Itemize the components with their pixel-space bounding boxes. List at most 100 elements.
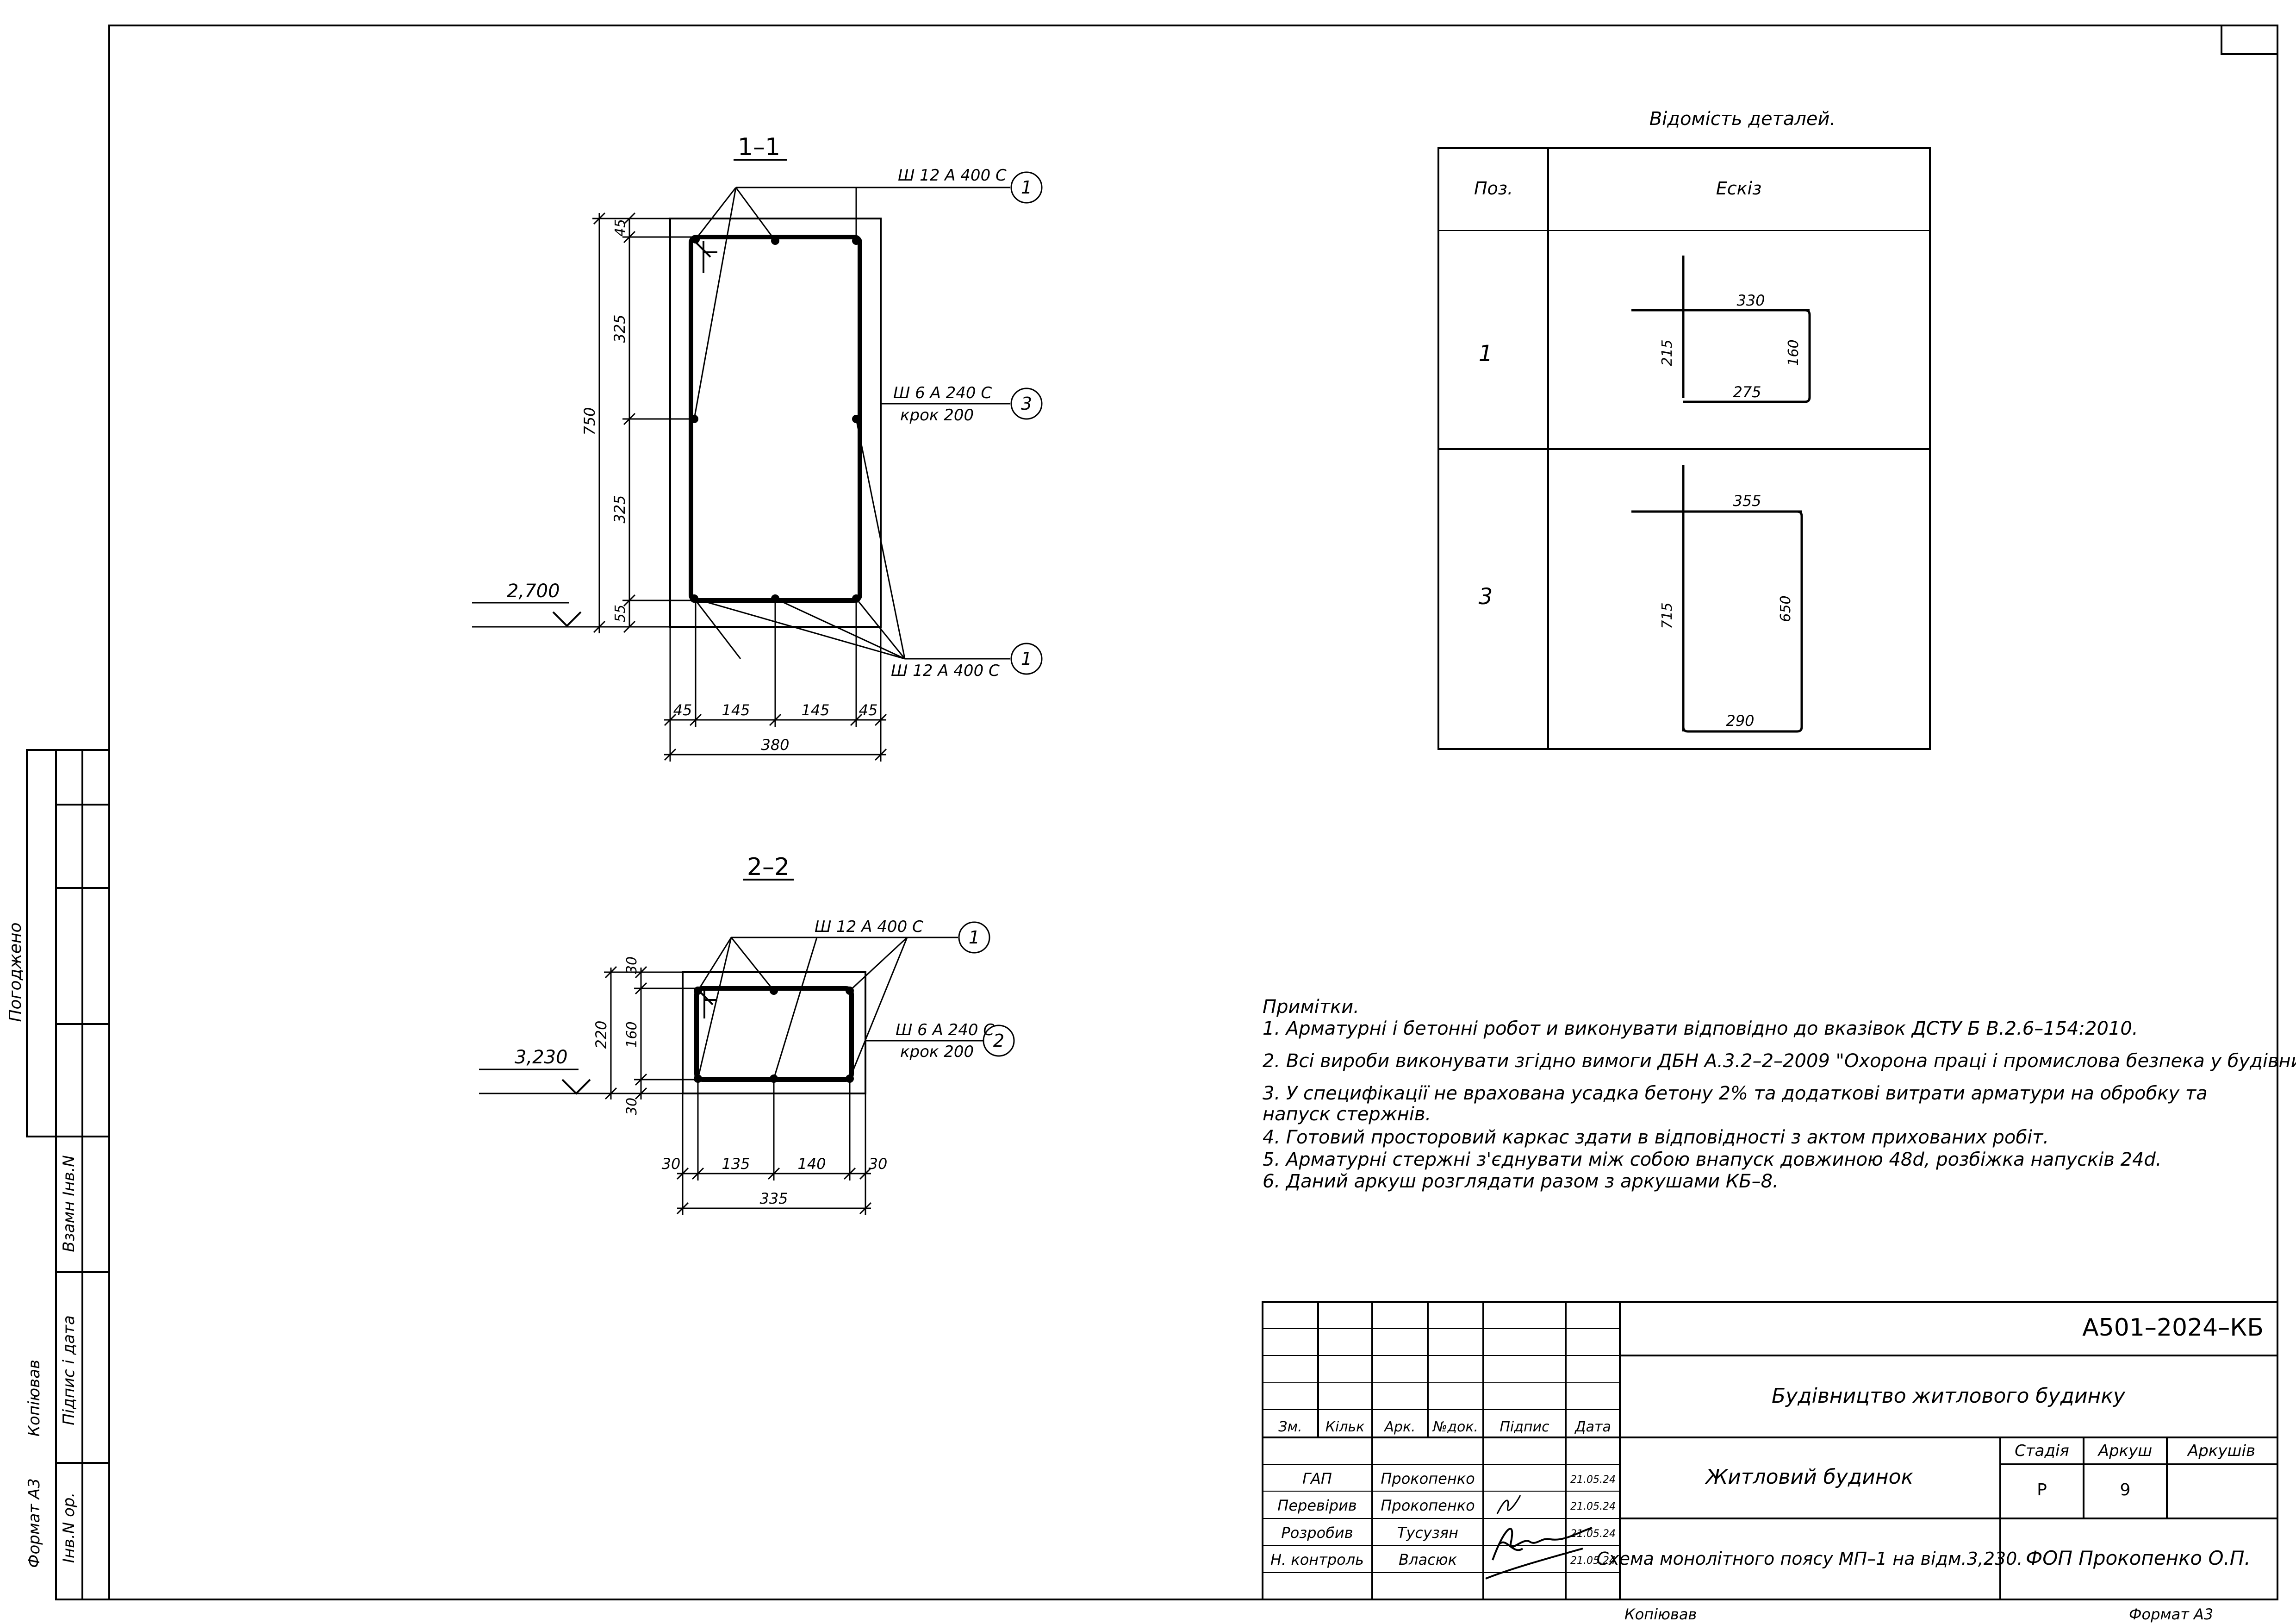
- side-format: Формат А3: [25, 1478, 44, 1568]
- tb-name-1: Прокопенко: [1381, 1470, 1475, 1487]
- side-stamp: [26, 749, 110, 1600]
- section1-dim-w2: 145: [722, 701, 750, 719]
- section1-dim-w3: 145: [801, 701, 829, 719]
- tb-date-2: 21.05.24: [1570, 1501, 1616, 1512]
- notes-line-2: 2. Всі вироби виконувати згідно вимоги Д…: [1263, 1050, 2296, 1072]
- section2-level: 3,230: [515, 1047, 568, 1068]
- section2-dim-h1: 30: [624, 956, 640, 974]
- tb-date-1: 21.05.24: [1570, 1474, 1616, 1486]
- section1-dim-h3: 325: [611, 495, 628, 523]
- section1-rebar-bottom: Ш 12 А 400 С: [891, 662, 1000, 680]
- tb-name-4: Власюк: [1399, 1551, 1457, 1568]
- section2-pos-rebar: 1: [969, 927, 980, 948]
- tb-header-kilk: Кільк: [1325, 1419, 1365, 1435]
- detail-3-left: 715: [1659, 602, 1675, 629]
- tb-copied: Копіював: [1624, 1605, 1697, 1623]
- section2-dim-h2: 160: [624, 1021, 640, 1048]
- tb-code: А501–2024–КБ: [2082, 1314, 2264, 1342]
- section2-step-label: крок 200: [900, 1043, 974, 1061]
- tb-name-2: Прокопенко: [1381, 1497, 1475, 1514]
- notes-line-4: напуск стержнів.: [1263, 1104, 1431, 1125]
- section2-pos-stirrup: 2: [993, 1031, 1004, 1051]
- detail-3-bottom: 290: [1726, 712, 1754, 730]
- signature-2: [1485, 1527, 1593, 1580]
- tb-sheet-label: Аркуш: [2097, 1442, 2153, 1460]
- detail-1-left: 215: [1659, 339, 1675, 366]
- tb-header-ark: Арк.: [1383, 1419, 1415, 1435]
- notes: Примітки. 1. Арматурні і бетонні робот и…: [1263, 996, 2296, 1192]
- section2-title: 2–2: [747, 853, 790, 881]
- section1-pos-top: 1: [1021, 177, 1032, 198]
- section2-dim-h3: 30: [624, 1098, 640, 1115]
- title-block: А501–2024–КБ Будівництво житлового будин…: [1262, 1301, 2278, 1623]
- section1-rebar-top: Ш 12 А 400 С: [898, 166, 1007, 185]
- tb-header-sign: Підпис: [1500, 1419, 1549, 1435]
- side-copied: Копіював: [25, 1360, 44, 1437]
- notes-title: Примітки.: [1263, 996, 1359, 1018]
- section2-dim-total-w: 335: [759, 1190, 788, 1207]
- section1-level: 2,700: [507, 581, 560, 602]
- section-2-2: 2–2: [479, 853, 1015, 1215]
- tb-sheet: 9: [2120, 1480, 2131, 1499]
- section2-stirrup: [694, 986, 854, 1082]
- detail-1-right: 160: [1786, 339, 1802, 366]
- notes-line-7: 6. Даний аркуш розглядати разом з аркуша…: [1263, 1171, 1779, 1192]
- notes-line-3: 3. У специфікації не врахована усадка бе…: [1263, 1083, 2208, 1104]
- section2-dim-w3: 140: [797, 1155, 826, 1173]
- section1-dim-total-w: 380: [761, 736, 789, 754]
- section1-step-label: крок 200: [900, 406, 974, 425]
- tb-role-3: Розробив: [1281, 1524, 1353, 1542]
- sheet-frame: [108, 25, 2278, 1600]
- section1-title: 1–1: [738, 133, 780, 161]
- tb-project: Будівництво житлового будинку: [1772, 1384, 2126, 1408]
- section1-pos-stirrup: 3: [1021, 394, 1032, 414]
- notes-line-1: 1. Арматурні і бетонні робот и виконуват…: [1263, 1018, 2138, 1039]
- tb-role-2: Перевірив: [1277, 1497, 1356, 1514]
- section1-pos-bottom: 1: [1021, 649, 1032, 669]
- section2-dim-total-h: 220: [592, 1020, 610, 1049]
- tb-stage: Р: [2037, 1480, 2047, 1499]
- notes-line-6: 5. Арматурні стержні з'єднувати між собо…: [1263, 1149, 2162, 1170]
- section1-dim-w1: 45: [673, 701, 692, 719]
- detail-1-bottom: 275: [1733, 383, 1761, 401]
- section1-dim-h1: 45: [612, 219, 628, 237]
- detail-3-right: 650: [1778, 595, 1794, 622]
- side-replace-inv: Взамн Інв.N: [60, 1155, 78, 1252]
- section2-dim-w2: 135: [722, 1155, 750, 1173]
- tb-sheets-label: Аркушів: [2187, 1442, 2255, 1460]
- details-title: Відомість деталей.: [1649, 108, 1836, 130]
- detail-3-pos: 3: [1479, 584, 1493, 610]
- section1-concrete: [669, 218, 882, 628]
- tb-drawing: Схема монолітного поясу МП–1 на відм.3,2…: [1597, 1549, 2023, 1569]
- section1-dim-w4: 45: [859, 701, 878, 719]
- frame-corner-box: [2221, 25, 2278, 55]
- section2-dim-w4: 30: [869, 1155, 888, 1173]
- tb-object: Житловий будинок: [1705, 1465, 1914, 1489]
- section1-stirrup: [689, 235, 862, 603]
- section1-dim-total-h: 750: [581, 407, 598, 435]
- detail-3-top: 355: [1733, 492, 1761, 510]
- section1-stirrup-label: Ш 6 А 240 С: [893, 384, 992, 402]
- details-col-sketch: Ескіз: [1716, 178, 1762, 199]
- section-1-1: 1–1: [472, 133, 1043, 762]
- detail-1-pos: 1: [1479, 341, 1493, 367]
- section2-dim-w1: 30: [662, 1155, 681, 1173]
- details-col-pos: Поз.: [1474, 178, 1513, 199]
- tb-header-izm: Зм.: [1278, 1419, 1302, 1435]
- detail-sketch-3: [1631, 465, 1803, 733]
- detail-1-top: 330: [1736, 292, 1765, 309]
- tb-format: Формат А3: [2129, 1605, 2213, 1623]
- tb-role-4: Н. контроль: [1270, 1551, 1364, 1568]
- tb-header-date: Дата: [1574, 1419, 1611, 1435]
- tb-date-4: 21.05.24: [1570, 1555, 1616, 1567]
- notes-line-5: 4. Готовий просторовий каркас здати в ві…: [1263, 1127, 2049, 1148]
- section2-stirrup-label: Ш 6 А 240 С: [896, 1021, 994, 1039]
- section1-dim-h4: 55: [612, 605, 628, 622]
- detail-sketch-1: [1631, 256, 1811, 403]
- side-inv-orig: Інв.N ор.: [60, 1493, 78, 1563]
- details-table: Відомість деталей. Поз. Ескіз 1 330 215 …: [1437, 108, 1931, 750]
- tb-stage-label: Стадія: [2015, 1442, 2069, 1460]
- tb-name-3: Тусузян: [1397, 1524, 1458, 1542]
- tb-header-doc: №док.: [1432, 1419, 1478, 1435]
